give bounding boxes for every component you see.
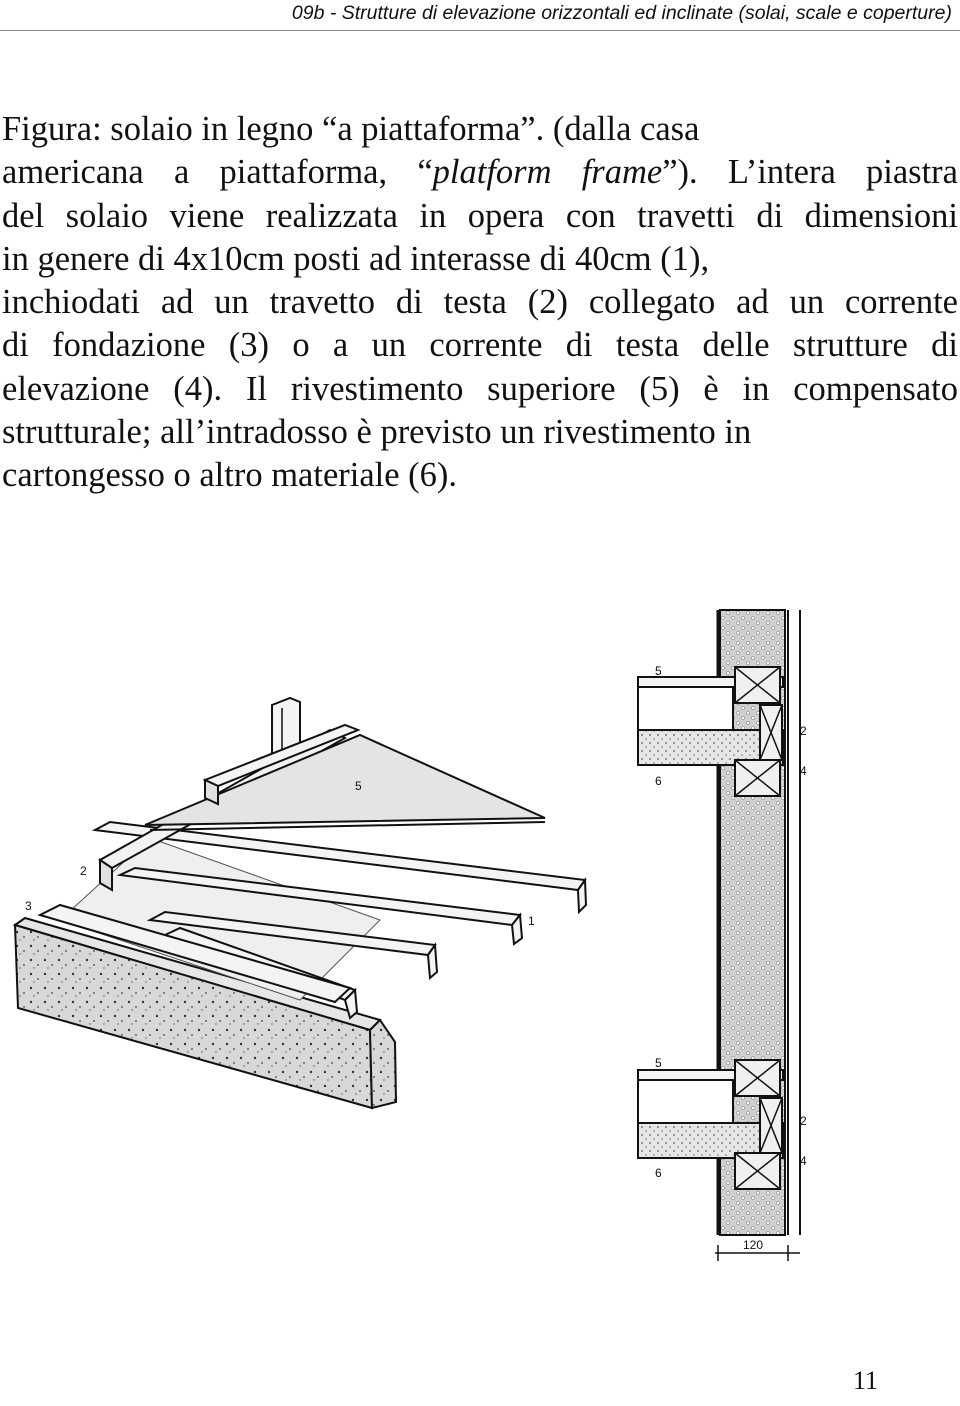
- caption-line-6: di fondazione (3) o a un corrente di tes…: [2, 326, 958, 365]
- axo-label-3: 3: [25, 899, 32, 913]
- header-rule: [0, 30, 960, 31]
- caption-line-8: strutturale; all’intradosso è previsto u…: [2, 413, 752, 452]
- lower-floor-section: [637, 1059, 784, 1190]
- foundation-block: [12, 916, 398, 1110]
- corner-post: [202, 696, 361, 806]
- section-label-4-bottom: 4: [800, 1154, 807, 1168]
- section-label-2-top: 2: [800, 724, 807, 738]
- floor-axonometric-drawing: 5 2 3 1: [12, 696, 588, 1110]
- section-label-4-top: 4: [800, 764, 807, 778]
- section-label-2-bottom: 2: [800, 1114, 807, 1128]
- caption-line-9: cartongesso o altro materiale (6).: [2, 456, 458, 495]
- floor-joists: [37, 820, 588, 1020]
- caption-line-7: elevazione (4). Il rivestimento superior…: [2, 369, 958, 408]
- caption-line-5: inchiodati ad un travetto di testa (2) c…: [2, 283, 958, 322]
- axo-label-5: 5: [355, 779, 362, 793]
- running-header: 09b - Strutture di elevazione orizzontal…: [291, 2, 952, 24]
- caption-line-3: del solaio viene realizzata in opera con…: [2, 196, 958, 235]
- plywood-sheathing: [144, 733, 546, 831]
- section-label-5-top: 5: [655, 664, 662, 678]
- caption-line-1: Figura: solaio in legno “a piattaforma”.…: [2, 110, 700, 148]
- upper-floor-section: [637, 666, 784, 797]
- caption-line-2: americana a piattaforma, “platform frame…: [2, 153, 958, 192]
- dimension-label: 120: [743, 1238, 763, 1252]
- caption-line-4: in genere di 4x10cm posti ad interasse d…: [2, 239, 710, 278]
- figure-caption: Figura: solaio in legno “a piattaforma”.…: [2, 108, 958, 498]
- section-label-5-bottom: 5: [655, 1056, 662, 1070]
- section-label-6-top: 6: [655, 774, 662, 788]
- axo-label-2: 2: [80, 864, 87, 878]
- page-number: 11: [852, 1366, 878, 1395]
- floor-section-drawing: 5 2 6 4 5 2 6 4 120: [637, 609, 807, 1261]
- section-label-6-bottom: 6: [655, 1166, 662, 1180]
- dimension-line: [715, 1245, 800, 1261]
- axo-label-1: 1: [528, 914, 535, 928]
